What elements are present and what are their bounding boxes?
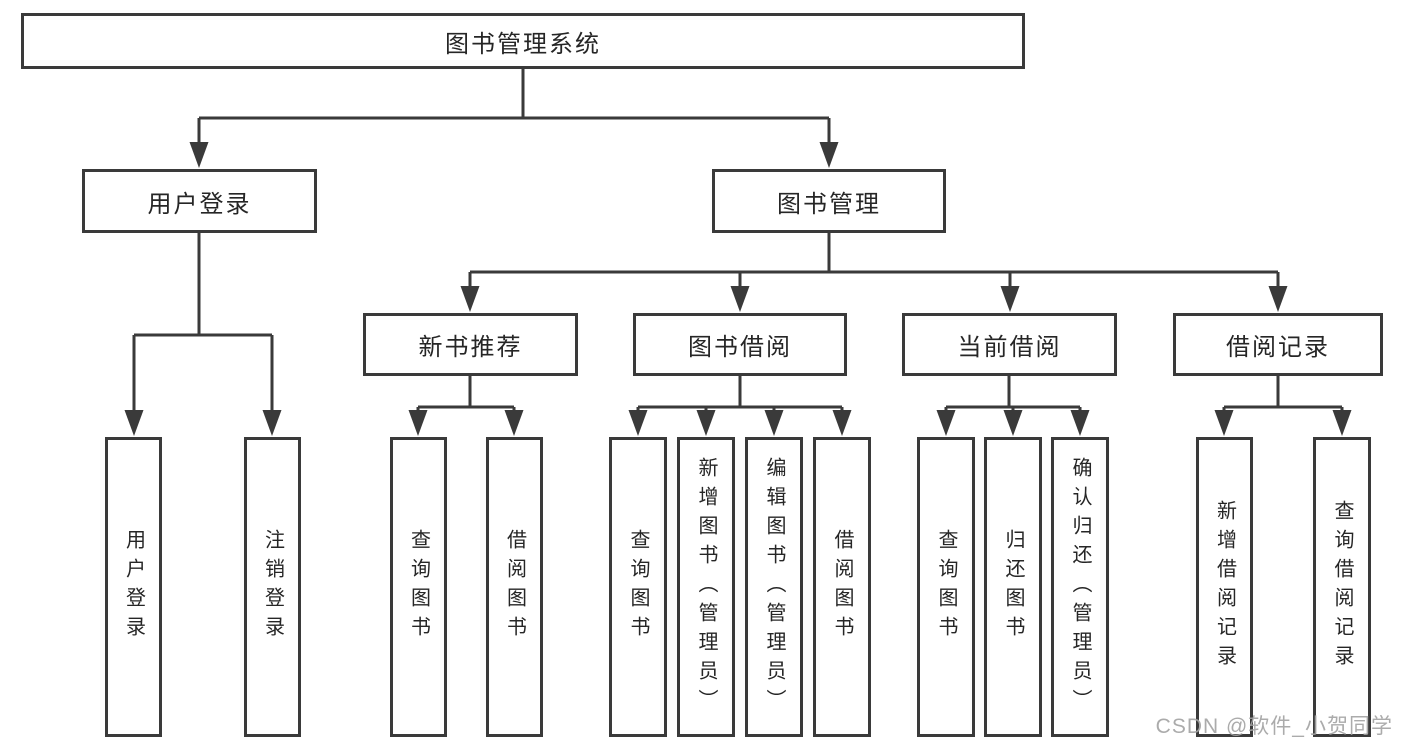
leaf-current-confirm-return-admin-label: 确认归还（管理员） [1069, 456, 1091, 718]
leaf-records-query-borrow-record-label: 查询借阅记录 [1331, 500, 1353, 674]
watermark-text: CSDN @软件_小贺同学 [1155, 715, 1393, 738]
node-book-borrowing: 图书借阅 [633, 313, 847, 376]
leaf-current-return-books: 归还图书 [984, 437, 1042, 737]
leaf-borrowing-add-books-admin-label: 新增图书（管理员） [695, 456, 717, 718]
leaf-current-confirm-return-admin: 确认归还（管理员） [1051, 437, 1109, 737]
leaf-borrowing-query-books-label: 查询图书 [627, 529, 649, 645]
leaf-borrowing-edit-books-admin: 编辑图书（管理员） [745, 437, 803, 737]
node-current-borrowing: 当前借阅 [902, 313, 1117, 376]
leaf-borrowing-edit-books-admin-label: 编辑图书（管理员） [763, 456, 785, 718]
leaf-borrowing-borrow-books-label: 借阅图书 [831, 529, 853, 645]
leaf-current-return-books-label: 归还图书 [1002, 529, 1024, 645]
leaf-borrowing-borrow-books: 借阅图书 [813, 437, 871, 737]
leaf-newrec-borrow-books: 借阅图书 [486, 437, 543, 737]
leaf-records-add-borrow-record-label: 新增借阅记录 [1213, 500, 1236, 674]
leaf-newrec-query-books-label: 查询图书 [407, 529, 430, 645]
leaf-newrec-query-books: 查询图书 [390, 437, 447, 737]
leaf-records-query-borrow-record: 查询借阅记录 [1313, 437, 1371, 737]
leaf-current-query-books-label: 查询图书 [935, 529, 957, 645]
arrowheads [124, 142, 1352, 436]
leaf-logout-login-label: 注销登录 [261, 529, 284, 645]
leaf-records-add-borrow-record: 新增借阅记录 [1196, 437, 1253, 737]
leaf-borrowing-add-books-admin: 新增图书（管理员） [677, 437, 735, 737]
leaf-borrowing-query-books: 查询图书 [609, 437, 667, 737]
node-new-book-recommendation: 新书推荐 [363, 313, 578, 376]
leaf-newrec-borrow-books-label: 借阅图书 [503, 529, 526, 645]
node-book-management: 图书管理 [712, 169, 946, 233]
leaf-user-login: 用户登录 [105, 437, 162, 737]
node-user-login: 用户登录 [82, 169, 317, 233]
node-library-management-system: 图书管理系统 [21, 13, 1025, 69]
leaf-user-login-label: 用户登录 [122, 529, 145, 645]
leaf-current-query-books: 查询图书 [917, 437, 975, 737]
node-borrowing-records: 借阅记录 [1173, 313, 1383, 376]
leaf-logout-login: 注销登录 [244, 437, 301, 737]
